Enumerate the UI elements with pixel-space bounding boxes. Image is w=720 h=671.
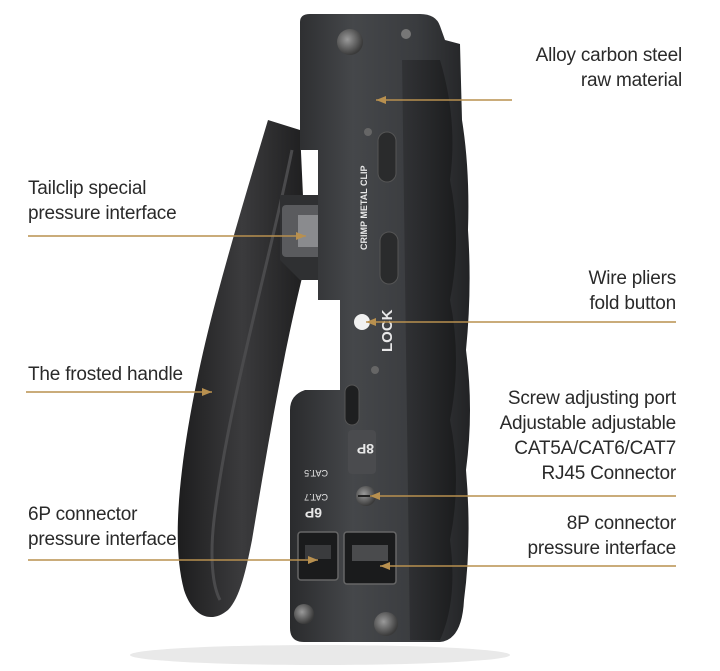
callout-handle: The frosted handle: [28, 362, 183, 387]
callout-tailclip-line2: pressure interface: [28, 203, 177, 224]
callout-material-line1: Alloy carbon steel: [535, 45, 683, 66]
callout-6p: 6P connector pressure interface: [28, 502, 177, 552]
arrow-tailclip-icon: [296, 232, 306, 240]
callout-screw-port: Screw adjusting port Adjustable adjustab…: [499, 386, 677, 486]
callout-handle-line1: The frosted handle: [28, 364, 183, 385]
callout-8p: 8P connector pressure interface: [527, 511, 677, 561]
screw-slot: [344, 384, 360, 426]
callout-screw-line3: CAT5A/CAT6/CAT7: [514, 438, 676, 459]
slot: [377, 131, 397, 183]
side-plate: [402, 60, 456, 640]
small-screw-icon: [371, 366, 379, 374]
top-bolt-icon: [337, 29, 363, 55]
port-8p-plate: [348, 430, 376, 474]
arrow-8p-icon: [380, 562, 390, 570]
callout-6p-line2: pressure interface: [28, 529, 177, 550]
callout-8p-line1: 8P connector: [566, 513, 676, 534]
arrow-handle-icon: [202, 388, 212, 396]
leader-arrowheads: [202, 96, 390, 570]
callout-material-line2: raw material: [580, 70, 682, 91]
small-screw-icon: [401, 29, 411, 39]
callout-tailclip: Tailclip special pressure interface: [28, 176, 177, 226]
bottom-bolt-icon: [374, 612, 398, 636]
port-8p-pins: [352, 545, 388, 561]
callout-6p-line1: 6P connector: [28, 504, 138, 525]
callout-fold-line1: Wire pliers: [588, 268, 676, 289]
callout-fold-button: Wire pliers fold button: [588, 266, 676, 316]
callout-screw-line2: Adjustable adjustable: [499, 413, 677, 434]
crimp-marking: CRIMP METAL CLIP: [359, 165, 369, 250]
small-screw-icon: [364, 128, 372, 136]
slot: [379, 231, 399, 285]
callout-screw-line1: Screw adjusting port: [507, 388, 676, 409]
arrow-screw-icon: [370, 492, 380, 500]
arrow-6p-icon: [308, 556, 318, 564]
fold-button[interactable]: [354, 314, 370, 330]
floor-shadow: [130, 645, 510, 665]
callout-material: Alloy carbon steel raw material: [535, 43, 683, 93]
handle-inner-edge: [210, 149, 294, 601]
arrow-fold-icon: [366, 318, 376, 326]
lock-marking: LOCK: [379, 309, 396, 352]
port-6p-marking: 6P: [305, 505, 322, 521]
cat5-marking: CAT.5: [304, 468, 328, 478]
port-6p-pins: [305, 545, 331, 559]
callout-fold-line2: fold button: [589, 293, 676, 314]
callout-8p-line2: pressure interface: [527, 538, 677, 559]
callout-tailclip-line1: Tailclip special: [28, 178, 147, 199]
arrow-material-icon: [376, 96, 386, 104]
port-8p-marking: 8P: [357, 441, 374, 457]
callout-screw-line4: RJ45 Connector: [541, 463, 677, 484]
cat7-marking: CAT.7: [304, 492, 328, 502]
leader-lines: [26, 99, 676, 567]
bottom-bolt-icon: [294, 604, 314, 624]
